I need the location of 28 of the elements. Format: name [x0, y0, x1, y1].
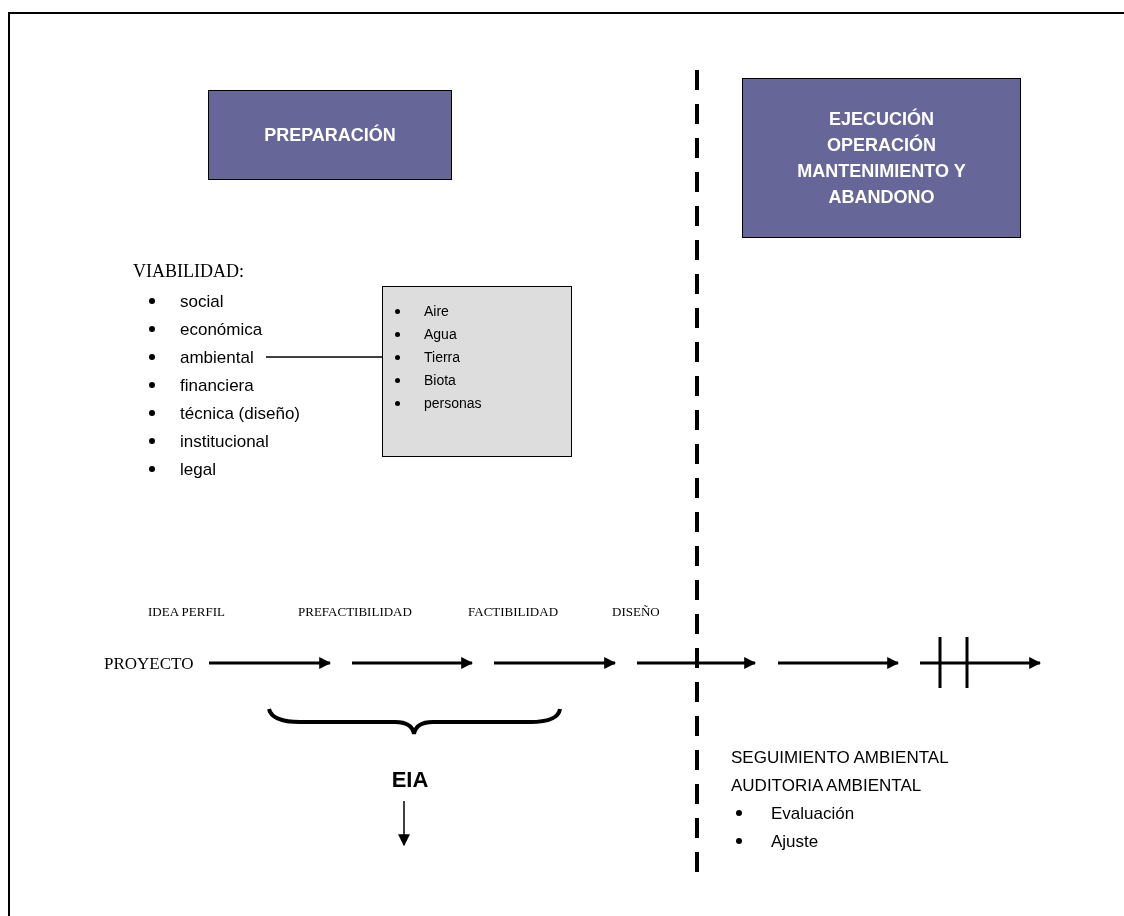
list-item: financiera	[180, 375, 254, 397]
list-item: técnica (diseño)	[180, 403, 300, 425]
list-item: Tierra	[424, 348, 461, 367]
list-item: social	[180, 291, 224, 313]
stage-label: IDEA PERFIL	[148, 603, 225, 621]
list-box	[382, 286, 572, 457]
phase-box: PREPARACIÓN	[208, 90, 452, 180]
leader-line	[265, 356, 383, 358]
list-item: económica	[180, 319, 263, 341]
note-text: SEGUIMIENTO AMBIENTAL	[731, 747, 949, 769]
list-item: ambiental	[180, 345, 254, 371]
list-item: institucional	[180, 431, 269, 453]
list-item: Aire	[424, 302, 449, 321]
arrow	[398, 800, 410, 847]
list-item: Agua	[424, 325, 457, 344]
list-item: Biota	[424, 371, 456, 390]
stage-label: PREFACTIBILIDAD	[298, 603, 412, 621]
phase-box: EJECUCIÓN OPERACIÓN MANTENIMIENTO Y ABANDONO	[742, 78, 1021, 238]
timeline-label: PROYECTO	[104, 653, 194, 675]
list-item: personas	[424, 394, 482, 413]
list-item: legal	[180, 459, 216, 481]
list-item: Evaluación	[771, 803, 855, 825]
list-heading: VIABILIDAD:	[133, 260, 244, 283]
list-item: Ajuste	[771, 831, 819, 853]
note-text: AUDITORIA AMBIENTAL	[731, 775, 922, 797]
stage-label: DISEÑO	[612, 603, 660, 621]
stage-label: FACTIBILIDAD	[468, 603, 559, 621]
eia-label: EIA	[385, 764, 435, 794]
